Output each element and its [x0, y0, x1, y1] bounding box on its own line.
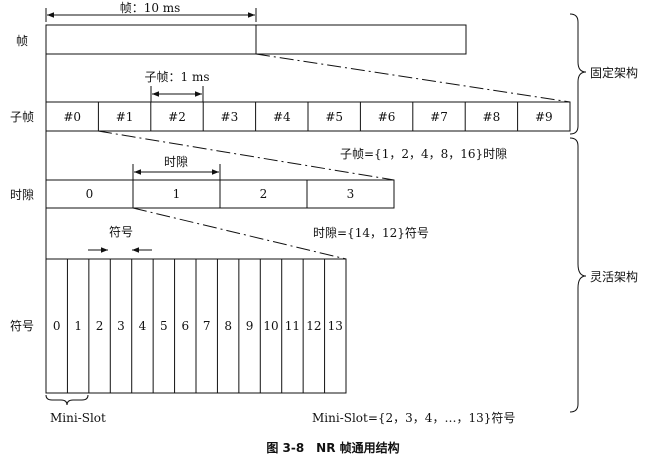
- subframe-row-label: 子帧: [10, 110, 34, 124]
- subframe-cell-label: #7: [430, 110, 448, 124]
- symbol-cell-label: 6: [181, 319, 189, 333]
- slot-cell-label: 3: [347, 187, 355, 201]
- fixed-architecture-brace: [569, 13, 587, 135]
- slot-cells: 0 1 2 3: [86, 180, 355, 208]
- figure-caption: 图 3-8 NR 帧通用结构: [266, 440, 399, 455]
- subframe-cell-label: #0: [63, 110, 81, 124]
- zoom-line-subframe-right: [97, 130, 395, 181]
- mini-slot-note: Mini-Slot={2，3，4，…，13}符号: [312, 410, 515, 425]
- subframe-cell-label: #5: [325, 110, 343, 124]
- slot-cell-label: 0: [86, 187, 94, 201]
- mini-slot-label: Mini-Slot: [50, 411, 106, 425]
- symbol-cell-label: 12: [306, 319, 321, 333]
- subframe-duration-label: 子帧：1 ms: [145, 70, 210, 84]
- symbol-cell-label: 2: [96, 319, 104, 333]
- slot-row-label: 时隙: [10, 188, 34, 202]
- flexible-architecture-brace: [569, 137, 587, 413]
- symbol-duration-label: 符号: [109, 224, 133, 239]
- fixed-architecture-label: 固定架构: [590, 65, 638, 80]
- subframe-row: 子帧：1 ms 子帧 #0 #1 #2 #3 #4 #5 #6 #7 #8 #9 子帧={1，2，…: [10, 70, 571, 161]
- slot-note: 时隙={14，12}符号: [313, 225, 429, 240]
- symbol-cell-label: 0: [53, 319, 61, 333]
- slot-cell-label: 2: [260, 187, 268, 201]
- zoom-line-frame-right: [255, 53, 571, 103]
- frame-row: 帧：10 ms 帧: [16, 1, 467, 55]
- subframe-cell-label: #1: [116, 110, 134, 124]
- subframe-cell-label: #9: [535, 110, 553, 124]
- slot-cell-label: 1: [173, 187, 181, 201]
- flexible-architecture-label: 灵活架构: [590, 269, 638, 284]
- symbol-cell-label: 1: [74, 319, 82, 333]
- symbol-cell-label: 4: [139, 319, 147, 333]
- zoom-line-slot-right: [132, 207, 347, 260]
- subframe-cells: #0 #1 #2 #3 #4 #5 #6 #7 #8 #9: [63, 102, 553, 131]
- subframe-cell-label: #4: [273, 110, 291, 124]
- subframe-note: 子帧={1，2，4，8，16}时隙: [340, 147, 507, 161]
- symbol-cell-label: 13: [328, 319, 343, 333]
- frame-row-label: 帧: [16, 34, 28, 48]
- symbol-cell-label: 8: [224, 319, 232, 333]
- symbol-cell-label: 9: [246, 319, 254, 333]
- symbol-cell-label: 3: [117, 319, 125, 333]
- symbol-cell-label: 5: [160, 319, 168, 333]
- symbol-cell-label: 10: [263, 319, 278, 333]
- symbol-cell-label: 11: [285, 319, 300, 333]
- subframe-cell-label: #3: [221, 110, 239, 124]
- subframe-cell-label: #8: [483, 110, 501, 124]
- symbol-cell-label: 7: [203, 319, 211, 333]
- subframe-cell-label: #6: [378, 110, 396, 124]
- frame-duration-label: 帧：10 ms: [120, 1, 181, 15]
- slot-row: 时隙 时隙 0 1 2 3 时隙={14，12}符号: [10, 155, 429, 240]
- symbol-row-label: 符号: [10, 318, 34, 333]
- subframe-cell-label: #2: [168, 110, 186, 124]
- mini-slot-brace: [45, 394, 89, 406]
- slot-duration-label: 时隙: [164, 155, 188, 169]
